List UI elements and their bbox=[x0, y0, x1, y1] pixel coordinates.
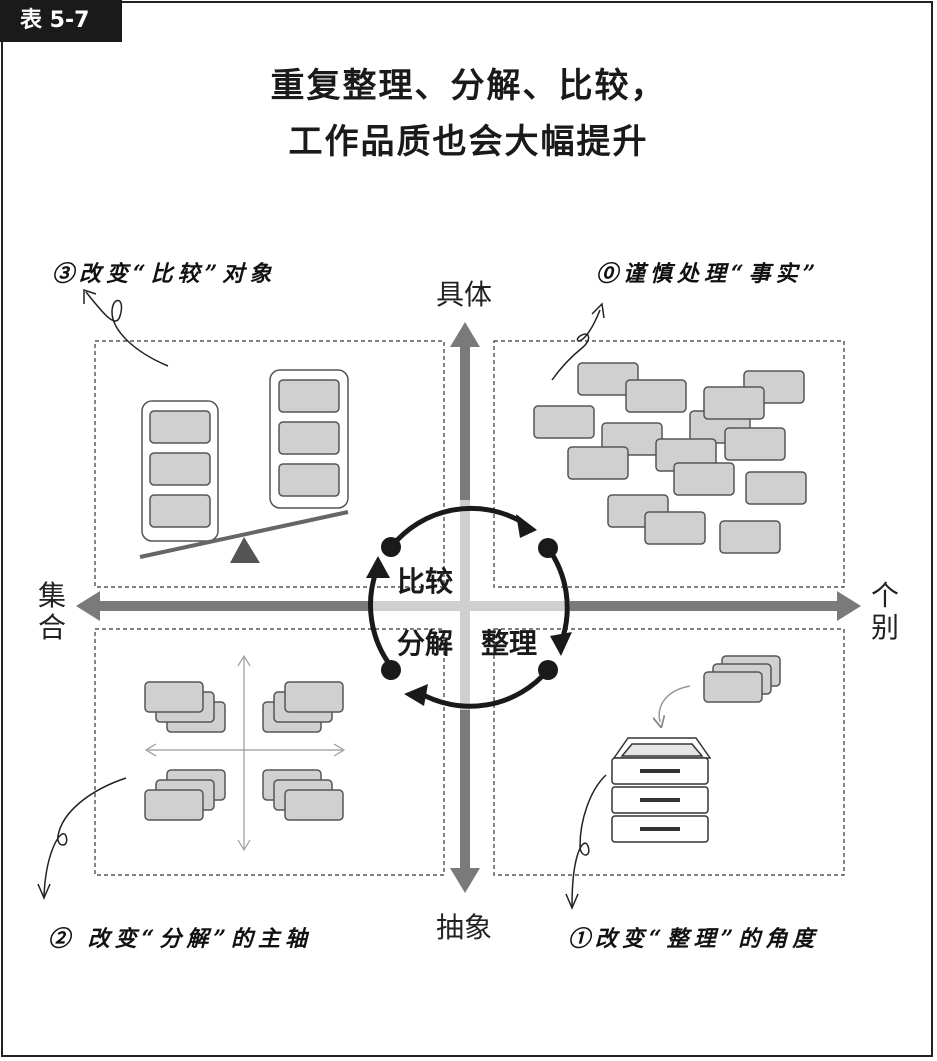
note-step0: ⓪谨慎处理“事实” bbox=[596, 261, 821, 287]
seesaw-illustration bbox=[139, 369, 349, 563]
cycle-arrows bbox=[368, 505, 570, 709]
cycle-label-compare: 比较 bbox=[397, 565, 454, 598]
scattered-cards bbox=[533, 362, 807, 554]
cycle-label-organize: 整理 bbox=[481, 627, 538, 660]
note-step1: ①改变“整理”的角度 bbox=[568, 926, 820, 952]
cycle-arrowheads bbox=[366, 514, 572, 706]
axis-horizontal bbox=[76, 591, 861, 621]
axis-label-top: 具体 bbox=[436, 278, 493, 311]
axis-label-left: 集合 bbox=[37, 579, 66, 644]
note-step3: ③改变“比较”对象 bbox=[52, 261, 277, 287]
quadrant-bottom-left bbox=[94, 628, 445, 876]
note-step2: ② 改变“分解”的主轴 bbox=[48, 926, 312, 952]
axis-label-bottom: 抽象 bbox=[436, 911, 493, 944]
quadrant-bottom-right bbox=[493, 628, 845, 876]
cycle-nodes bbox=[381, 537, 558, 680]
quadrant-top-left bbox=[94, 340, 445, 588]
title-line-2: 工作品质也会大幅提升 bbox=[288, 122, 649, 162]
filing-cabinet-illustration bbox=[611, 655, 781, 843]
quadrant-top-right bbox=[493, 340, 845, 588]
cycle-label-decompose: 分解 bbox=[397, 627, 454, 660]
decomposition-illustration bbox=[144, 654, 346, 852]
annotation-arrows bbox=[37, 288, 607, 910]
axis-label-right: 个别 bbox=[870, 579, 899, 644]
figure-tag: 表 5-7 bbox=[0, 0, 122, 42]
title-line-1: 重复整理、分解、比较， bbox=[270, 66, 667, 106]
